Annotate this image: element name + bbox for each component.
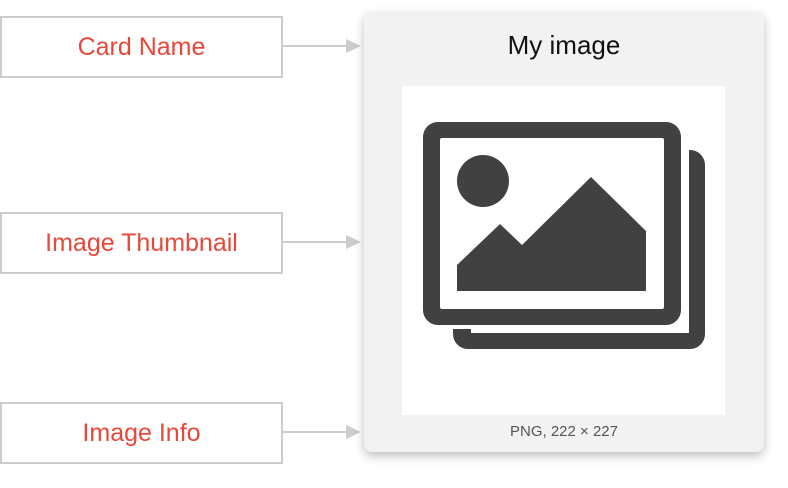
image-thumbnail-label-text: Image Thumbnail	[45, 228, 238, 257]
arrowhead-icon	[346, 39, 361, 53]
arrowhead-icon	[346, 425, 361, 439]
card-name-label: Card Name	[0, 16, 283, 78]
image-info-label: Image Info	[0, 402, 283, 464]
image-thumbnail[interactable]	[402, 86, 725, 415]
card-title: My image	[507, 30, 621, 60]
image-info: PNG, 222 × 227	[510, 423, 618, 440]
image-thumbnail-label: Image Thumbnail	[0, 212, 283, 274]
arrowhead-icon	[346, 235, 361, 249]
image-card[interactable]: My image PNG, 222 × 227	[364, 12, 764, 452]
image-gallery-icon	[423, 122, 705, 349]
card-name-label-text: Card Name	[77, 32, 206, 61]
image-info-label-text: Image Info	[82, 418, 201, 447]
